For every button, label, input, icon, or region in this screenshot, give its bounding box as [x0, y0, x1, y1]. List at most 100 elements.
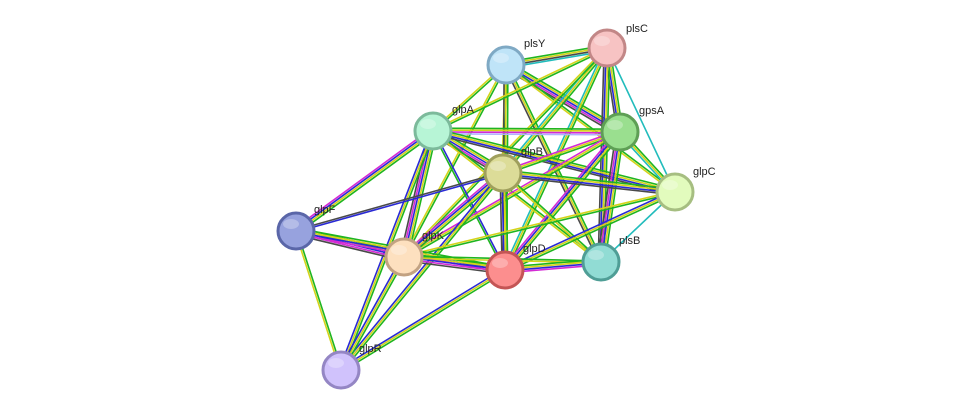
node-highlight — [490, 161, 506, 171]
edge-evidence-line — [403, 172, 505, 259]
edge-evidence-line — [502, 129, 619, 269]
node-circle-glpK[interactable] — [384, 237, 424, 277]
edge-evidence-line — [503, 189, 676, 270]
edge-evidence-line — [402, 129, 620, 257]
edge-evidence-line — [431, 46, 608, 131]
edge-glpK-glpR — [338, 255, 407, 372]
edge-evidence-line — [502, 171, 676, 192]
edge-evidence-line — [432, 131, 621, 134]
nodes-layer: plsY plsC glpA gpsA glpB glpC glpF glpK glpD plsB… — [276, 23, 716, 390]
edge-evidence-line — [432, 127, 677, 191]
node-label-glpR: glpR — [359, 343, 382, 355]
node-circle-plsB[interactable] — [581, 242, 621, 282]
node-plsC[interactable]: plsC — [587, 23, 648, 68]
edge-evidence-line — [504, 191, 676, 271]
edge-evidence-line — [402, 171, 504, 258]
node-label-gpsA: gpsA — [639, 105, 665, 117]
node-glpF[interactable]: glpF — [276, 204, 336, 251]
edge-evidence-line — [338, 170, 503, 370]
node-gpsA[interactable]: gpsA — [600, 105, 665, 152]
edge-evidence-line — [404, 64, 508, 259]
edge-evidence-line — [501, 172, 602, 264]
edge-evidence-line — [340, 172, 504, 371]
node-highlight — [607, 120, 623, 130]
edge-evidence-line — [403, 192, 677, 259]
edge-gpsA-glpD — [502, 129, 623, 273]
edge-evidence-line — [341, 257, 407, 372]
edge-evidence-line — [339, 267, 505, 370]
node-circle-plsC[interactable] — [587, 28, 627, 68]
edge-evidence-line — [501, 175, 676, 196]
edge-evidence-line — [295, 130, 435, 233]
edge-glpB-glpK — [401, 170, 506, 260]
edge-plsC-glpA — [431, 46, 609, 133]
node-circle-plsY[interactable] — [486, 45, 526, 85]
edge-glpB-plsB — [501, 171, 603, 264]
node-glpR[interactable]: glpR — [321, 343, 382, 390]
edge-evidence-line — [600, 131, 621, 263]
edge-evidence-line — [506, 133, 623, 273]
node-highlight — [493, 53, 509, 63]
edge-evidence-line — [341, 270, 507, 373]
edge-evidence-line — [432, 127, 621, 130]
edge-evidence-line — [338, 255, 404, 370]
edge-evidence-line — [432, 129, 621, 132]
edge-evidence-line — [340, 256, 405, 371]
node-circle-glpD[interactable] — [485, 250, 525, 290]
edge-evidence-line — [596, 130, 618, 263]
node-glpD[interactable]: glpD — [485, 243, 546, 290]
edge-evidence-line — [296, 229, 343, 371]
node-glpC[interactable]: glpC — [655, 166, 716, 212]
edge-evidence-line — [502, 131, 621, 174]
edge-gpsA-plsB — [596, 130, 625, 264]
edge-evidence-line — [502, 173, 676, 194]
node-circle-glpR[interactable] — [321, 350, 361, 390]
edge-evidence-line — [603, 131, 625, 264]
edge-evidence-line — [296, 132, 436, 235]
node-glpK[interactable]: glpK — [384, 230, 445, 277]
node-glpA[interactable]: glpA — [413, 104, 475, 151]
node-circle-gpsA[interactable] — [600, 112, 640, 152]
node-label-glpB: glpB — [521, 146, 543, 158]
edge-evidence-line — [404, 132, 622, 260]
node-plsB[interactable]: plsB — [581, 235, 640, 282]
edge-evidence-line — [340, 269, 506, 371]
edge-evidence-line — [504, 131, 622, 272]
node-label-glpA: glpA — [452, 104, 475, 116]
node-highlight — [391, 245, 407, 255]
edge-glpA-gpsA — [432, 127, 621, 136]
edge-evidence-line — [502, 169, 677, 190]
edge-evidence-line — [403, 131, 621, 258]
node-label-plsC: plsC — [626, 23, 648, 35]
node-circle-glpF[interactable] — [276, 211, 316, 251]
node-highlight — [594, 36, 610, 46]
node-highlight — [328, 358, 344, 368]
edge-glpB-glpC — [501, 169, 677, 196]
edge-evidence-line — [503, 48, 610, 176]
node-circle-glpC[interactable] — [655, 172, 695, 212]
edge-glpF-glpR — [294, 229, 343, 372]
node-highlight — [420, 119, 436, 129]
node-circle-glpA[interactable] — [413, 111, 453, 151]
node-circle-glpB[interactable] — [483, 153, 523, 193]
edge-evidence-line — [401, 170, 502, 256]
edge-evidence-line — [294, 171, 504, 231]
edge-evidence-line — [432, 129, 677, 192]
edge-evidence-line — [602, 131, 623, 264]
node-label-glpC: glpC — [693, 166, 716, 178]
edge-evidence-line — [598, 130, 619, 263]
node-plsY[interactable]: plsY — [486, 38, 546, 85]
edge-evidence-line — [502, 171, 603, 263]
edge-evidence-line — [431, 131, 676, 194]
edge-glpB-glpF — [294, 171, 505, 233]
node-highlight — [492, 258, 508, 268]
edge-glpD-glpR — [339, 267, 507, 373]
node-highlight — [662, 180, 678, 190]
edge-evidence-line — [505, 63, 677, 193]
edge-evidence-line — [293, 127, 433, 230]
node-glpB[interactable]: glpB — [483, 146, 543, 193]
node-highlight — [588, 250, 604, 260]
edge-evidence-line — [503, 130, 621, 271]
edge-evidence-line — [501, 129, 621, 173]
